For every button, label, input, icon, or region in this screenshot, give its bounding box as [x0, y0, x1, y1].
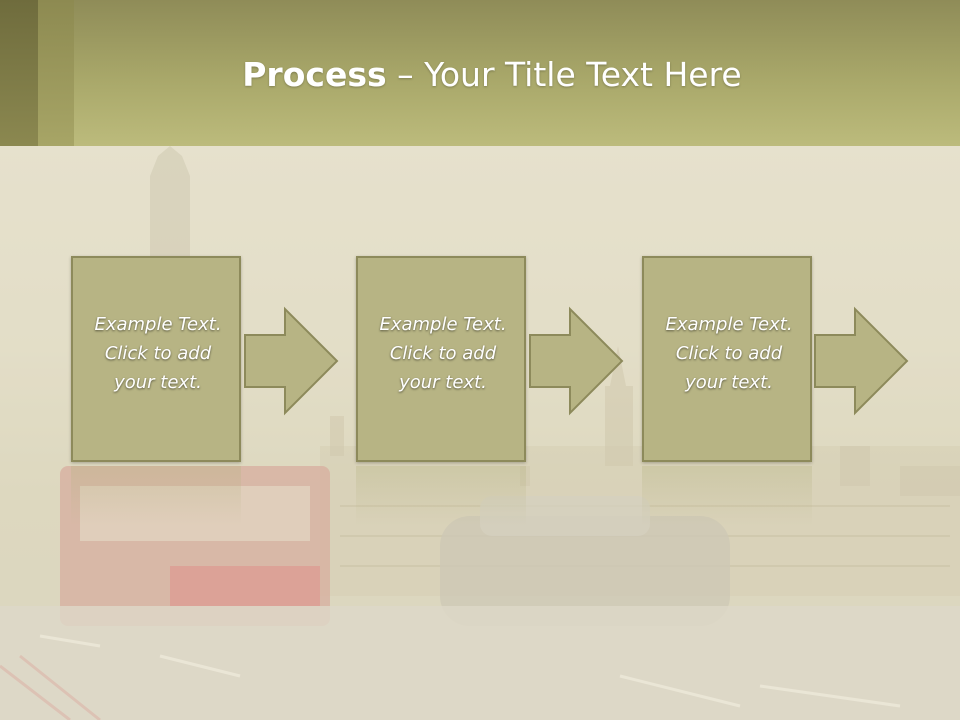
step-2-box[interactable]: Example Text. Click to add your text.: [356, 256, 526, 462]
step-3-box[interactable]: Example Text. Click to add your text.: [642, 256, 812, 462]
title-bold: Process: [242, 55, 387, 94]
accent-strip-light: [38, 0, 74, 146]
title-bar: Process – Your Title Text Here: [0, 0, 960, 146]
step-1-text[interactable]: Example Text. Click to add your text.: [94, 314, 222, 393]
step-1-reflection: [71, 466, 241, 526]
step-1-box[interactable]: Example Text. Click to add your text.: [71, 256, 241, 462]
step-2-text[interactable]: Example Text. Click to add your text.: [379, 314, 507, 393]
accent-strip-dark: [0, 0, 38, 146]
slide-title[interactable]: Process – Your Title Text Here: [0, 53, 960, 97]
step-2-reflection: [356, 466, 526, 526]
process-step-1[interactable]: Example Text. Click to add your text.: [71, 256, 245, 466]
process-step-3[interactable]: Example Text. Click to add your text.: [642, 256, 816, 466]
step-3-reflection: [642, 466, 812, 526]
step-3-text[interactable]: Example Text. Click to add your text.: [665, 314, 793, 393]
process-step-2[interactable]: Example Text. Click to add your text.: [356, 256, 530, 466]
title-rest: – Your Title Text Here: [386, 55, 742, 94]
